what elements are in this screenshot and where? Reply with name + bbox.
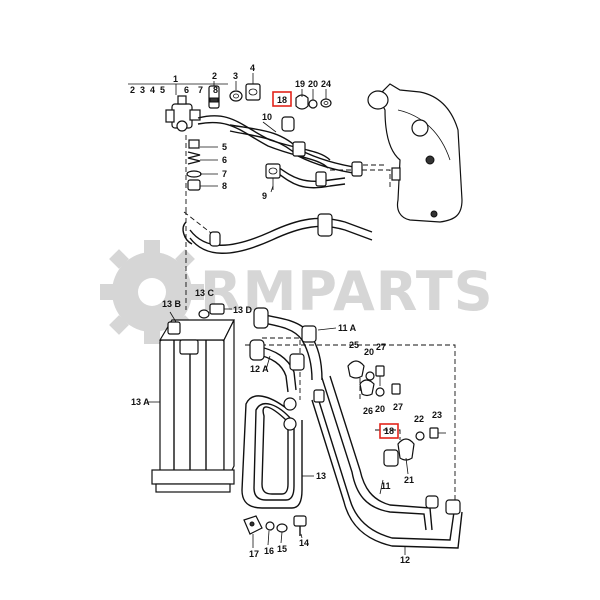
label-18-lower: 18 <box>384 426 394 436</box>
label-sub-3: 3 <box>140 85 145 95</box>
label-9: 9 <box>262 191 267 201</box>
part-23-bolt <box>429 427 446 439</box>
label-13: 13 <box>316 471 326 481</box>
part-26-clamp <box>359 379 375 397</box>
label-12a: 12 A <box>250 364 269 374</box>
label-7: 7 <box>222 169 227 179</box>
part-13d-plug <box>209 303 232 315</box>
part-20-washer-mid <box>365 371 375 381</box>
line-11 <box>321 375 433 531</box>
label-25: 25 <box>349 340 359 350</box>
part-20-washer-low <box>375 387 385 397</box>
part-15-washer <box>276 523 288 533</box>
part-13b-fitting <box>167 311 181 335</box>
label-4: 4 <box>250 63 255 73</box>
part-20-washer-top <box>308 99 318 109</box>
part-24-nut-top <box>320 98 332 108</box>
label-22: 22 <box>414 414 424 424</box>
part-9-banjo-bolt <box>265 163 281 190</box>
label-2: 2 <box>212 71 217 81</box>
label-27-mid: 27 <box>376 342 386 352</box>
highlight-box-18-lower <box>379 423 399 439</box>
label-6: 6 <box>222 155 227 165</box>
part-3-washer <box>229 90 243 102</box>
hose-11a <box>253 307 323 381</box>
highlight-box-18-top <box>272 91 292 107</box>
label-24: 24 <box>321 79 331 89</box>
label-13d: 13 D <box>233 305 253 315</box>
part-22-washer <box>415 431 425 441</box>
part-21-clamp <box>397 438 415 461</box>
part-5-6-7-8-stack <box>186 139 218 191</box>
watermark-text: RMPARTS <box>200 260 494 323</box>
part-13c-washer <box>198 309 210 319</box>
label-10: 10 <box>262 112 272 122</box>
part-19-clamp <box>295 94 309 110</box>
label-14: 14 <box>299 538 309 548</box>
line-12 <box>311 389 463 549</box>
part-18-bracket-top <box>281 116 295 132</box>
hose-12a <box>249 339 305 393</box>
part-labels: 1 2 3 4 5 6 7 8 2 3 4 5 6 7 8 9 10 18 19… <box>130 63 442 565</box>
label-sub-6: 6 <box>184 85 189 95</box>
oil-cooler-13a <box>151 319 235 493</box>
part-27-bolt-mid <box>375 365 385 386</box>
part-14-bolt <box>293 515 307 536</box>
label-13c: 13 C <box>195 288 215 298</box>
part-17-clamp <box>243 515 263 535</box>
part-16-washer <box>265 521 275 531</box>
label-18-top: 18 <box>277 95 287 105</box>
label-sub-7: 7 <box>198 85 203 95</box>
part-4-nut <box>245 83 261 101</box>
label-13b: 13 B <box>162 299 182 309</box>
label-20-top: 20 <box>308 79 318 89</box>
label-21: 21 <box>404 475 414 485</box>
part-2-fitting <box>208 85 220 109</box>
middle-hose <box>182 213 373 254</box>
label-20-mid: 20 <box>364 347 374 357</box>
label-sub-8: 8 <box>213 85 218 95</box>
label-19: 19 <box>295 79 305 89</box>
upper-oil-lines <box>197 115 363 189</box>
watermark: RMPARTS <box>100 240 494 344</box>
label-11a: 11 A <box>338 323 357 333</box>
label-26: 26 <box>363 406 373 416</box>
part-27-bolt-low <box>391 383 401 395</box>
label-16: 16 <box>264 546 274 556</box>
label-3: 3 <box>233 71 238 81</box>
label-8: 8 <box>222 181 227 191</box>
label-leaders <box>148 73 409 555</box>
cooler-coil-13 <box>241 395 303 509</box>
label-5: 5 <box>222 142 227 152</box>
oil-tank <box>367 83 463 223</box>
label-23: 23 <box>432 410 442 420</box>
label-11: 11 <box>381 481 391 491</box>
label-20-low: 20 <box>375 404 385 414</box>
label-13a: 13 A <box>131 397 150 407</box>
label-sub-5: 5 <box>160 85 165 95</box>
part-18-bracket-lower <box>383 449 399 467</box>
part-25-clamp <box>347 360 365 379</box>
label-15: 15 <box>277 544 287 554</box>
label-17: 17 <box>249 549 259 559</box>
label-sub-2: 2 <box>130 85 135 95</box>
part-1-fitting <box>165 95 201 132</box>
part-1-leader <box>128 83 228 95</box>
label-27-low: 27 <box>393 402 403 412</box>
label-12: 12 <box>400 555 410 565</box>
label-sub-4: 4 <box>150 85 155 95</box>
label-1: 1 <box>173 74 178 84</box>
